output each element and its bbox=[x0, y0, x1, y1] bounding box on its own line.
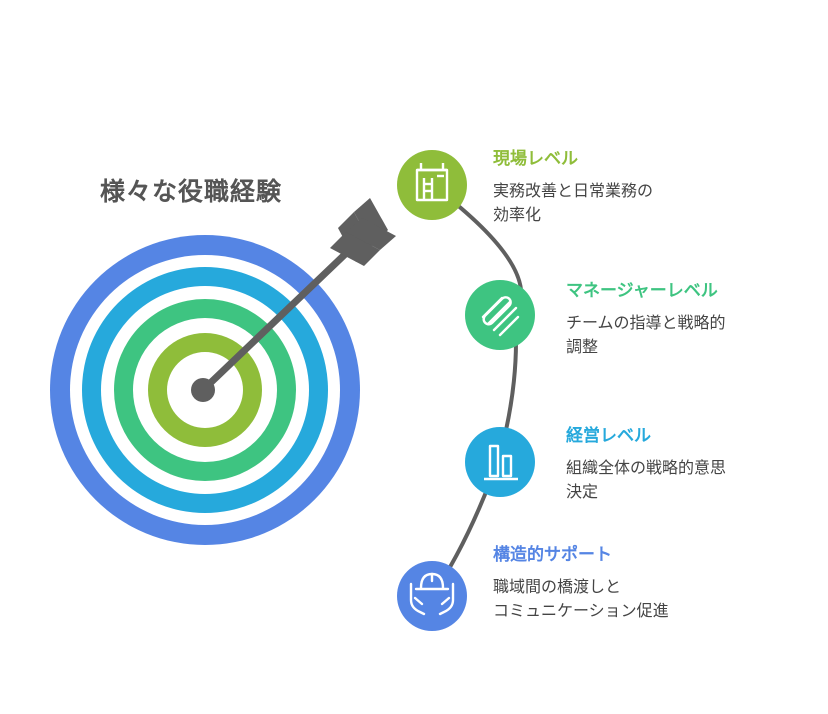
level-desc: 組織全体の戦略的意思 決定 bbox=[566, 456, 726, 504]
level-item-structural-support: 構造的サポート 職域間の橋渡しと コミュニケーション促進 bbox=[493, 540, 669, 623]
level-desc-line: 決定 bbox=[566, 482, 599, 501]
level-desc: チームの指導と戦略的 調整 bbox=[566, 311, 726, 359]
level-desc: 職域間の橋渡しと コミュニケーション促進 bbox=[493, 575, 669, 623]
bar-chart-icon bbox=[465, 427, 535, 497]
arrow-icon bbox=[191, 198, 396, 402]
level-title: 経営レベル bbox=[566, 426, 651, 446]
building-ladder-icon bbox=[397, 150, 467, 220]
level-desc-line: 組織全体の戦略的意思 bbox=[566, 458, 727, 477]
timeline-curve bbox=[430, 183, 524, 598]
level-item-field: 現場レベル 実務改善と日常業務の 効率化 bbox=[493, 144, 653, 227]
level-desc-line: 調整 bbox=[566, 337, 599, 356]
level-item-manager: マネージャーレベル チームの指導と戦略的 調整 bbox=[566, 276, 726, 359]
level-desc-line: チームの指導と戦略的 bbox=[566, 313, 726, 332]
level-desc-line: 効率化 bbox=[493, 205, 542, 224]
hands-helmet-icon bbox=[397, 561, 467, 631]
level-desc: 実務改善と日常業務の 効率化 bbox=[493, 179, 653, 227]
level-desc-line: 職域間の橋渡しと bbox=[493, 577, 622, 596]
level-title: マネージャーレベル bbox=[566, 281, 718, 301]
level-desc-line: コミュニケーション促進 bbox=[493, 601, 669, 620]
page-title: 様々な役職経験 bbox=[100, 177, 283, 206]
level-desc-line: 実務改善と日常業務の bbox=[493, 181, 654, 200]
level-title: 現場レベル bbox=[493, 149, 578, 169]
level-title: 構造的サポート bbox=[493, 545, 612, 565]
level-item-executive: 経営レベル 組織全体の戦略的意思 決定 bbox=[566, 421, 726, 504]
bandage-stripes-icon bbox=[465, 280, 535, 350]
